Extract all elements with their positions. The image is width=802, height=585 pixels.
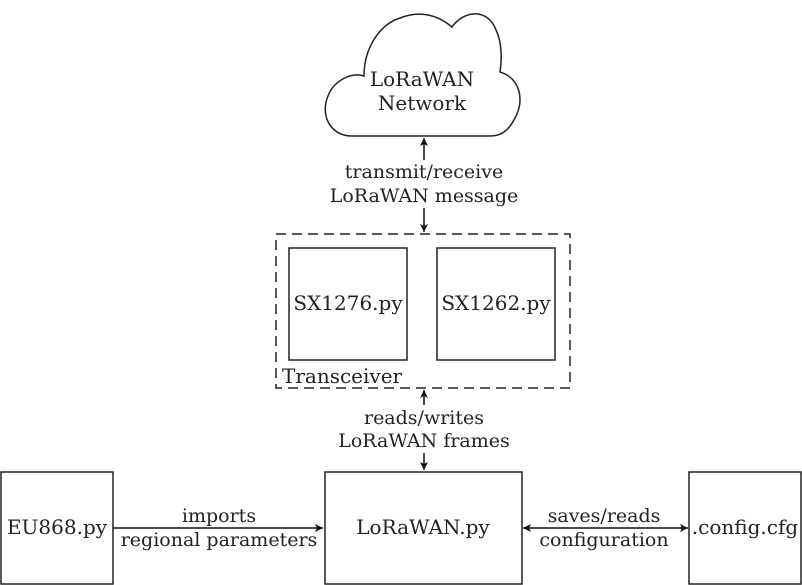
lorawan-label: LoRaWAN.py bbox=[356, 515, 490, 539]
transceiver-dashed-border bbox=[275, 233, 571, 389]
lorawan-box bbox=[324, 471, 523, 585]
edge-label-saves-reads: saves/reads bbox=[548, 505, 661, 527]
edge-label-lorawan-frames: LoRaWAN frames bbox=[338, 430, 510, 452]
lorawan-node: LoRaWAN.py bbox=[324, 471, 523, 585]
transceiver-group: SX1276.py SX1262.py Transceiver bbox=[275, 233, 571, 389]
edge-transceiver-lorawan: reads/writes LoRaWAN frames bbox=[336, 390, 512, 470]
sx1276-box bbox=[288, 247, 408, 361]
sx1276-label: SX1276.py bbox=[293, 291, 403, 315]
config-box bbox=[688, 471, 802, 585]
edge-label-transmit-receive: transmit/receive bbox=[345, 161, 503, 183]
eu868-node: EU868.py bbox=[0, 471, 114, 585]
cloud-shape bbox=[324, 13, 521, 137]
sx1262-box bbox=[436, 247, 556, 361]
transceiver-group-label: Transceiver bbox=[282, 364, 403, 388]
sx1262-label: SX1262.py bbox=[441, 291, 551, 315]
edge-label-reads-writes: reads/writes bbox=[364, 407, 484, 429]
edge-lorawan-config: saves/reads configuration bbox=[523, 505, 688, 551]
edge-label-lorawan-message: LoRaWAN message bbox=[330, 185, 519, 207]
eu868-label: EU868.py bbox=[7, 515, 108, 539]
config-label: .config.cfg bbox=[692, 515, 799, 539]
eu868-box bbox=[0, 471, 114, 585]
cloud-label-line1: LoRaWAN bbox=[370, 67, 474, 91]
config-node: .config.cfg bbox=[688, 471, 802, 585]
cloud-label-line2: Network bbox=[378, 91, 467, 115]
edge-eu868-lorawan: imports regional parameters bbox=[113, 505, 323, 551]
edge-label-imports: imports bbox=[182, 505, 256, 527]
lorawan-network-cloud: LoRaWAN Network bbox=[324, 13, 521, 137]
edge-cloud-transceiver: transmit/receive LoRaWAN message bbox=[330, 138, 520, 232]
edge-label-configuration: configuration bbox=[539, 529, 668, 551]
edge-label-regional-parameters: regional parameters bbox=[121, 529, 318, 551]
